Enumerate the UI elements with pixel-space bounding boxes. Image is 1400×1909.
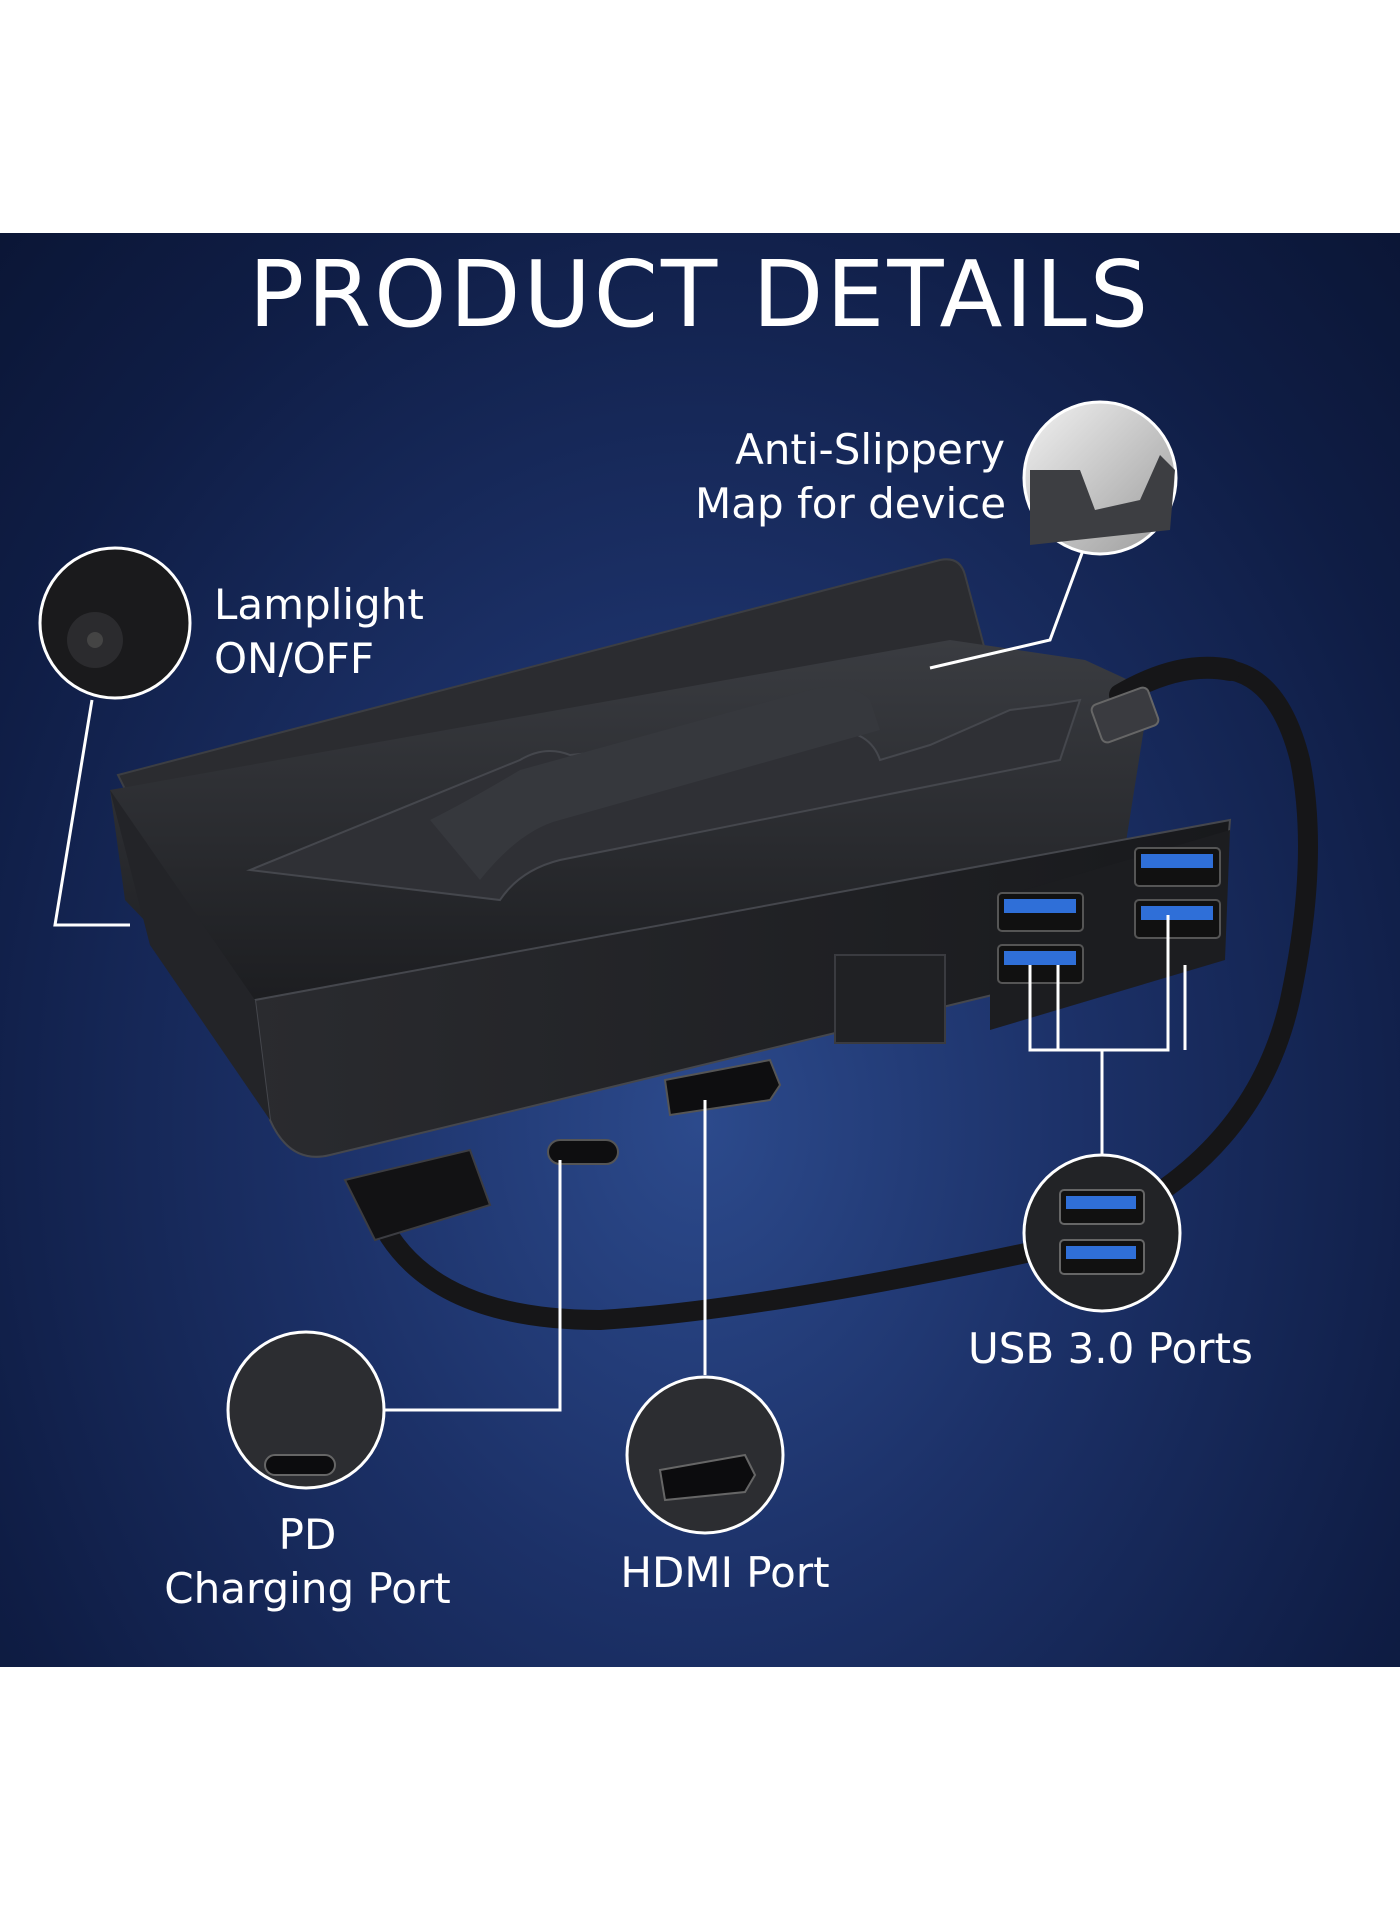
pd-line1: PD (278, 1510, 337, 1559)
usb-c-port (547, 1139, 619, 1165)
hdmi-label: HDMI Port (620, 1548, 830, 1597)
anti-slip-line2: Map for device (695, 479, 1007, 528)
lamp-line2: ON/OFF (214, 634, 375, 683)
lamp-line1: Lamplight (214, 580, 424, 629)
usb-a-port (997, 847, 1221, 984)
usb-label: USB 3.0 Ports (968, 1324, 1253, 1373)
anti-slip-line1: Anti-Slippery (735, 425, 1005, 474)
pd-line2: Charging Port (164, 1564, 451, 1613)
usb-c-cable (1090, 686, 1160, 744)
pd-label: PD Charging Port (150, 1508, 465, 1616)
hdmi-port (663, 1058, 782, 1117)
page-title: PRODUCT DETAILS (248, 241, 1152, 348)
lamp-label: Lamplight ON/OFF (214, 578, 424, 686)
anti-slip-label: Anti-Slippery Map for device (695, 423, 1007, 531)
